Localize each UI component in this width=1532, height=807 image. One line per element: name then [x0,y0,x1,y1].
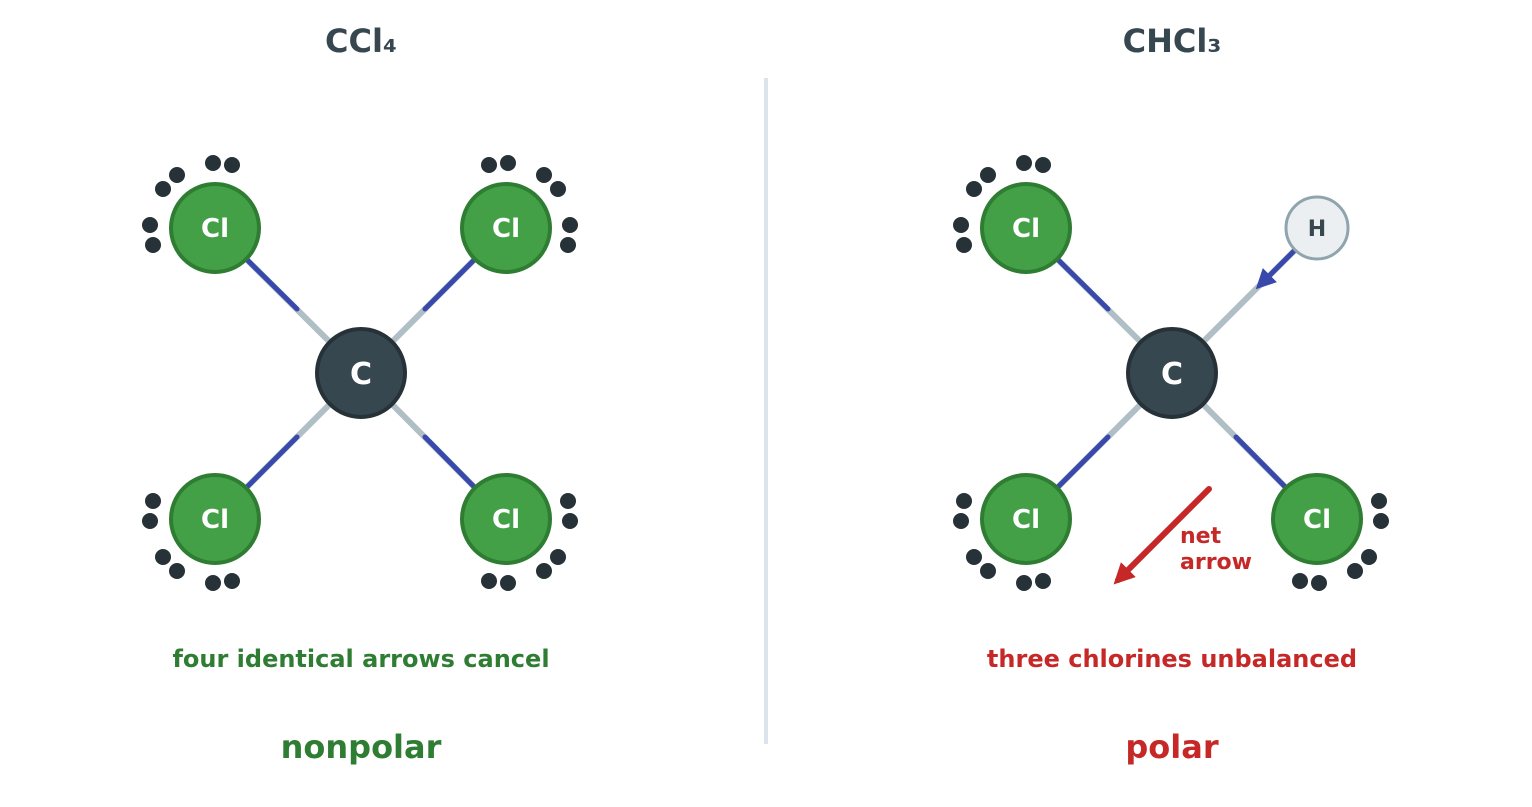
ccl4-chlorine-bottom-right: Cl [460,473,552,565]
chcl3-chlorine-top-left: Cl [980,182,1072,274]
left-caption: four identical arrows cancel [172,645,549,673]
ccl4-chlorine-top-right: Cl [460,182,552,274]
ccl4-chlorine-bottom-left: Cl [169,473,261,565]
net-arrow-label-line2: arrow [1180,550,1252,575]
chcl3-lone-pairs [953,155,1389,591]
right-title: CHCl₃ [1123,22,1222,60]
atom-label: Cl [1012,214,1040,244]
ccl4-lone-pairs [142,155,578,591]
atom-label: Cl [1012,505,1040,535]
atom-label: Cl [201,505,229,535]
chcl3-hydrogen: H [1284,195,1350,261]
net-arrow [1113,486,1212,585]
chcl3-chlorine-bottom-left: Cl [980,473,1072,565]
atom-label: H [1308,217,1326,242]
right-verdict: polar [1125,728,1218,766]
atom-label: C [350,357,372,392]
left-title: CCl₄ [325,22,397,60]
ccl4-chlorine-top-left: Cl [169,182,261,274]
right-caption: three chlorines unbalanced [987,645,1357,673]
left-verdict: nonpolar [281,728,442,766]
net-arrow-label-line1: net [1180,524,1222,549]
chcl3-carbon: C [1126,327,1218,419]
chcl3-chlorine-bottom-right: Cl [1271,473,1363,565]
atom-label: Cl [492,214,520,244]
atom-label: Cl [201,214,229,244]
atom-label: C [1161,357,1183,392]
atom-label: Cl [492,505,520,535]
ccl4-carbon: C [315,327,407,419]
atom-label: Cl [1303,505,1331,535]
